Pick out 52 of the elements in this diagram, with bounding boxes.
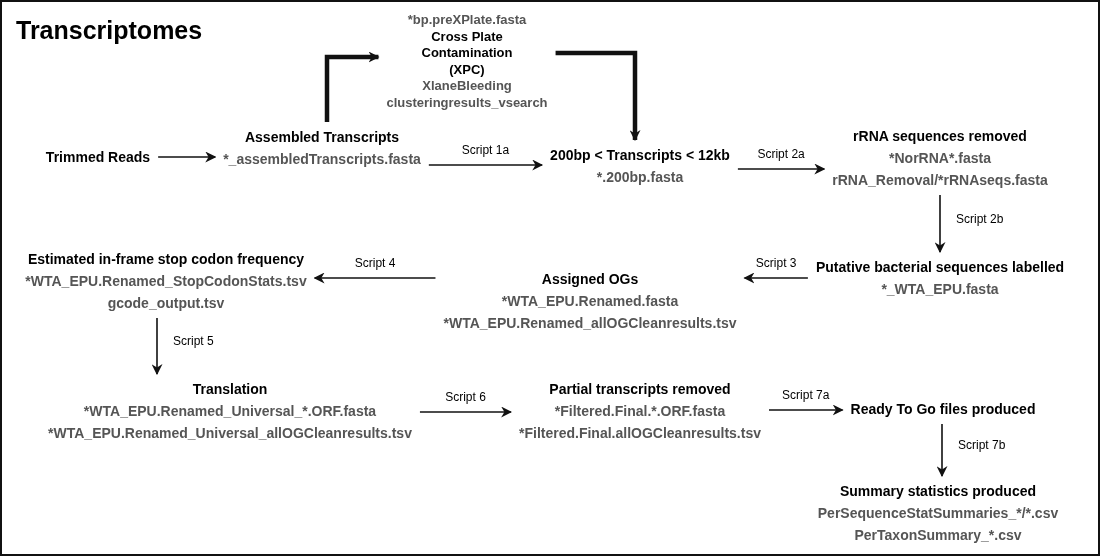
arrow (313, 272, 437, 284)
file-name: *WTA_EPU.Renamed_allOGCleanresults.tsv (443, 314, 737, 332)
arrow (768, 404, 844, 416)
arrow (743, 272, 809, 284)
step-title: Ready To Go files produced (850, 400, 1036, 418)
file-name: *.200bp.fasta (596, 168, 684, 186)
file-name: *NorRNA*.fasta (889, 149, 991, 167)
file-name: *WTA_EPU.Renamed_StopCodonStats.tsv (25, 272, 307, 290)
edge-label: Script 2b (955, 211, 1005, 226)
arrow (151, 317, 163, 376)
arrow (157, 151, 217, 163)
edge-label: Script 7a (781, 388, 831, 402)
diagram-title: Transcriptomes (16, 16, 203, 45)
step-title: Cross Plate Contamination (XPC) (420, 28, 514, 78)
edge-label: Script 1a (460, 143, 511, 157)
step-title: rRNA sequences removed (853, 127, 1027, 145)
step-title: Summary statistics produced (839, 482, 1037, 500)
file-name: *bp.preXPlate.fasta (407, 12, 527, 29)
edge-label: Script 3 (754, 256, 798, 270)
arrow (324, 51, 380, 122)
edge-label: Script 7b (957, 438, 1007, 452)
step-title: Estimated in-frame stop codon frequency (27, 250, 305, 268)
step-title: Trimmed Reads (45, 148, 151, 166)
arrow (934, 194, 946, 254)
file-name: PerTaxonSummary_*.csv (854, 526, 1022, 544)
edge-label: Script 5 (172, 334, 215, 348)
arrow (555, 50, 641, 142)
step-title: Assigned OGs (541, 270, 639, 288)
edge-label: Script 2a (756, 147, 806, 161)
file-name: clusteringresults_vsearch (386, 94, 548, 111)
file-name: XlaneBleeding (422, 78, 512, 95)
file-name: rRNA_Removal/*rRNAseqs.fasta (832, 171, 1048, 189)
file-name: *Filtered.Final.*.ORF.fasta (554, 402, 726, 420)
step-title: Partial transcripts removed (549, 380, 731, 398)
file-name: *WTA_EPU.Renamed_Universal_*.ORF.fasta (83, 402, 377, 420)
arrow (419, 406, 513, 418)
file-name: *WTA_EPU.Renamed_Universal_allOGCleanresults.tsv (48, 424, 412, 442)
step-title: 200bp < Transcripts < 12kb (550, 146, 730, 164)
file-name: PerSequenceStatSummaries_*/*.csv (817, 504, 1059, 522)
file-name: *_WTA_EPU.fasta (881, 280, 999, 298)
edge-label: Script 4 (353, 256, 397, 270)
step-title: Translation (192, 380, 268, 398)
arrow (737, 163, 826, 175)
file-name: gcode_output.tsv (107, 294, 225, 312)
file-name: *_assembledTranscripts.fasta (223, 150, 421, 168)
step-title: Assembled Transcripts (244, 128, 400, 146)
arrow (428, 159, 544, 171)
edge-label: Script 6 (444, 390, 487, 404)
file-name: *WTA_EPU.Renamed.fasta (501, 292, 679, 310)
file-name: *Filtered.Final.allOGCleanresults.tsv (519, 424, 761, 442)
step-title: Putative bacterial sequences labelled (815, 258, 1065, 276)
arrow (936, 423, 948, 478)
